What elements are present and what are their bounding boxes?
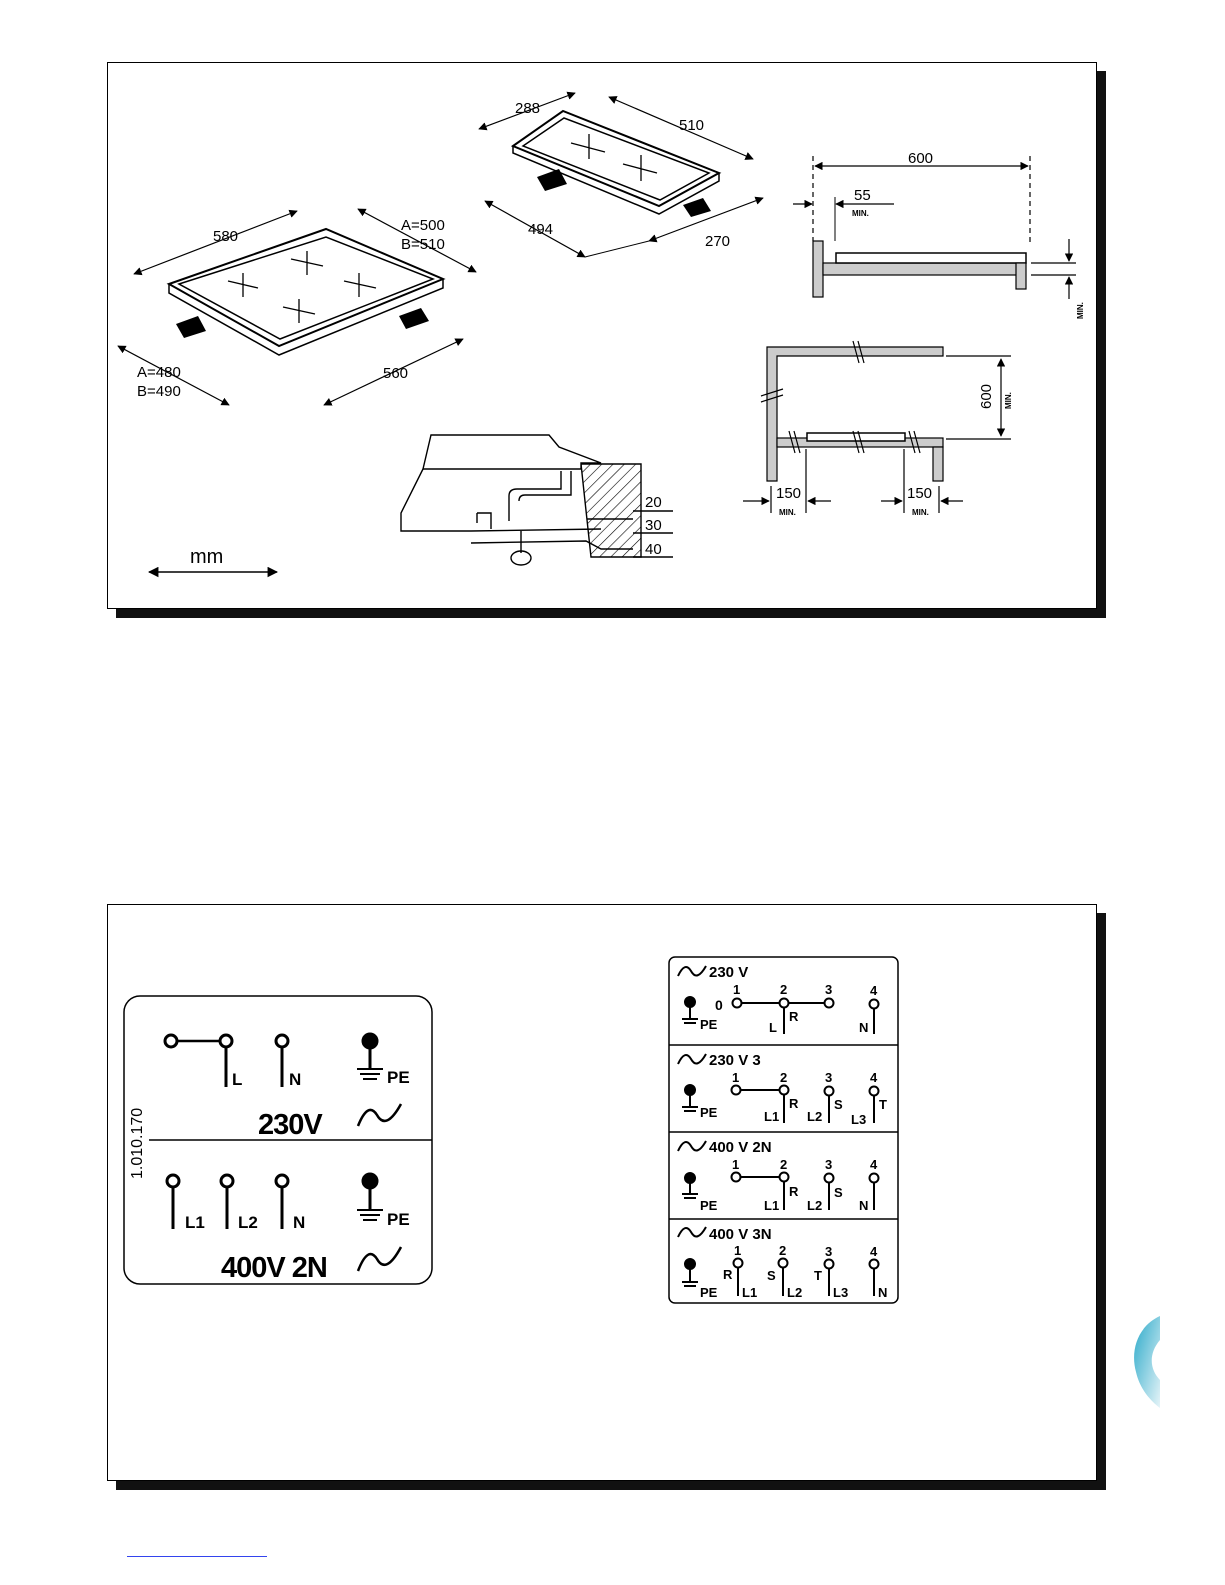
right-clearance: 150: [907, 485, 932, 502]
svg-text:1: 1: [734, 1243, 741, 1258]
cutout-depth-a: A=480: [137, 364, 181, 381]
svg-text:S: S: [767, 1268, 776, 1283]
svg-text:S: S: [834, 1097, 843, 1112]
svg-text:2: 2: [780, 982, 787, 997]
svg-text:N: N: [859, 1020, 868, 1035]
upper-terminal-n: N: [289, 1070, 301, 1089]
bottom-clearance-note: MIN.: [1076, 302, 1085, 319]
svg-text:N: N: [859, 1198, 868, 1213]
terminal-config-heading: 400 V 2N: [709, 1139, 772, 1156]
brand-swirl-icon: [1130, 1310, 1160, 1420]
svg-text:PE: PE: [700, 1198, 718, 1213]
upper-voltage: 230V: [258, 1109, 323, 1141]
svg-text:L3: L3: [833, 1285, 848, 1300]
left-clearance: 150: [776, 485, 801, 502]
connection-diagrams-panel: L N PE 230V L1 L2 N PE 400V 2N 1.010.170: [107, 904, 1097, 1481]
svg-text:3: 3: [825, 1070, 832, 1085]
cabinet-height: 600: [978, 384, 995, 409]
svg-text:2: 2: [780, 1070, 787, 1085]
svg-text:0: 0: [715, 997, 723, 1013]
svg-text:N: N: [878, 1285, 887, 1300]
cutout-width-two-zone: 270: [705, 233, 730, 250]
rear-clearance: 55: [854, 187, 871, 204]
installation-drawing-panel: 580 A=500 B=510 A=480 B=490 560 288 510 …: [107, 62, 1097, 609]
svg-text:S: S: [834, 1185, 843, 1200]
worktop-thickness-20: 20: [645, 494, 662, 511]
svg-text:4: 4: [870, 983, 878, 998]
cabinet-height-note: MIN.: [1004, 392, 1013, 409]
svg-text:L2: L2: [807, 1198, 822, 1213]
svg-text:L1: L1: [742, 1285, 757, 1300]
svg-text:4: 4: [870, 1070, 878, 1085]
lower-terminal-n: N: [293, 1213, 305, 1232]
svg-text:L1: L1: [764, 1109, 779, 1124]
svg-text:4: 4: [870, 1157, 878, 1172]
svg-text:T: T: [814, 1268, 822, 1283]
upper-terminal-l: L: [232, 1070, 242, 1089]
hob-two-zone-width: 288: [515, 100, 540, 117]
svg-text:1: 1: [732, 1157, 739, 1172]
left-clearance-note: MIN.: [779, 508, 796, 517]
svg-text:L2: L2: [807, 1109, 822, 1124]
lower-terminal-l1: L1: [185, 1213, 205, 1232]
lower-voltage: 400V 2N: [221, 1252, 327, 1284]
terminal-config-heading: 400 V 3N: [709, 1226, 772, 1243]
svg-text:L3: L3: [851, 1112, 866, 1127]
lower-terminal-pe: PE: [387, 1210, 410, 1229]
hob-four-zone-depth-a: A=500: [401, 217, 445, 234]
svg-text:T: T: [879, 1097, 887, 1112]
side-section: [793, 156, 1076, 299]
fixing-detail: [401, 435, 673, 565]
worktop-thickness-40: 40: [645, 541, 662, 558]
label-plate-code: 1.010.170: [129, 1108, 146, 1179]
svg-text:3: 3: [825, 1244, 832, 1259]
svg-text:3: 3: [825, 1157, 832, 1172]
installation-drawing: 580 A=500 B=510 A=480 B=490 560 288 510 …: [108, 63, 1096, 608]
connection-diagrams: L N PE 230V L1 L2 N PE 400V 2N 1.010.170: [108, 905, 1096, 1480]
label-plate: L N PE 230V L1 L2 N PE 400V 2N 1.010.170: [124, 996, 432, 1284]
terminal-block-diagrams: 230 V 1 2 3 4 0 PE R L N 230 V 3: [669, 957, 898, 1303]
svg-text:2: 2: [780, 1157, 787, 1172]
svg-text:2: 2: [779, 1243, 786, 1258]
svg-text:PE: PE: [700, 1017, 718, 1032]
svg-text:L1: L1: [764, 1198, 779, 1213]
svg-text:PE: PE: [700, 1105, 718, 1120]
cutout-width-four-zone: 560: [383, 365, 408, 382]
svg-text:PE: PE: [700, 1285, 718, 1300]
svg-text:R: R: [789, 1009, 799, 1024]
rear-clearance-note: MIN.: [852, 209, 869, 218]
upper-terminal-pe: PE: [387, 1068, 410, 1087]
unit-label: mm: [190, 546, 223, 568]
svg-text:1: 1: [733, 982, 740, 997]
cutout-depth-two-zone: 494: [528, 221, 553, 238]
svg-text:L: L: [769, 1020, 777, 1035]
footer-rule: [127, 1556, 267, 1557]
svg-text:R: R: [789, 1184, 799, 1199]
svg-text:3: 3: [825, 982, 832, 997]
svg-text:4: 4: [870, 1244, 878, 1259]
terminal-config-heading: 230 V: [709, 964, 748, 981]
svg-text:R: R: [723, 1267, 733, 1282]
lower-terminal-l2: L2: [238, 1213, 258, 1232]
hob-four-zone-depth-b: B=510: [401, 236, 445, 253]
svg-text:L2: L2: [787, 1285, 802, 1300]
section-depth: 600: [908, 150, 933, 167]
hob-two-zone-depth: 510: [679, 117, 704, 134]
svg-text:1: 1: [732, 1070, 739, 1085]
terminal-config-heading: 230 V 3: [709, 1052, 761, 1069]
cutout-depth-b: B=490: [137, 383, 181, 400]
worktop-thickness-30: 30: [645, 517, 662, 534]
hob-four-zone-width: 580: [213, 228, 238, 245]
svg-text:R: R: [789, 1096, 799, 1111]
right-clearance-note: MIN.: [912, 508, 929, 517]
